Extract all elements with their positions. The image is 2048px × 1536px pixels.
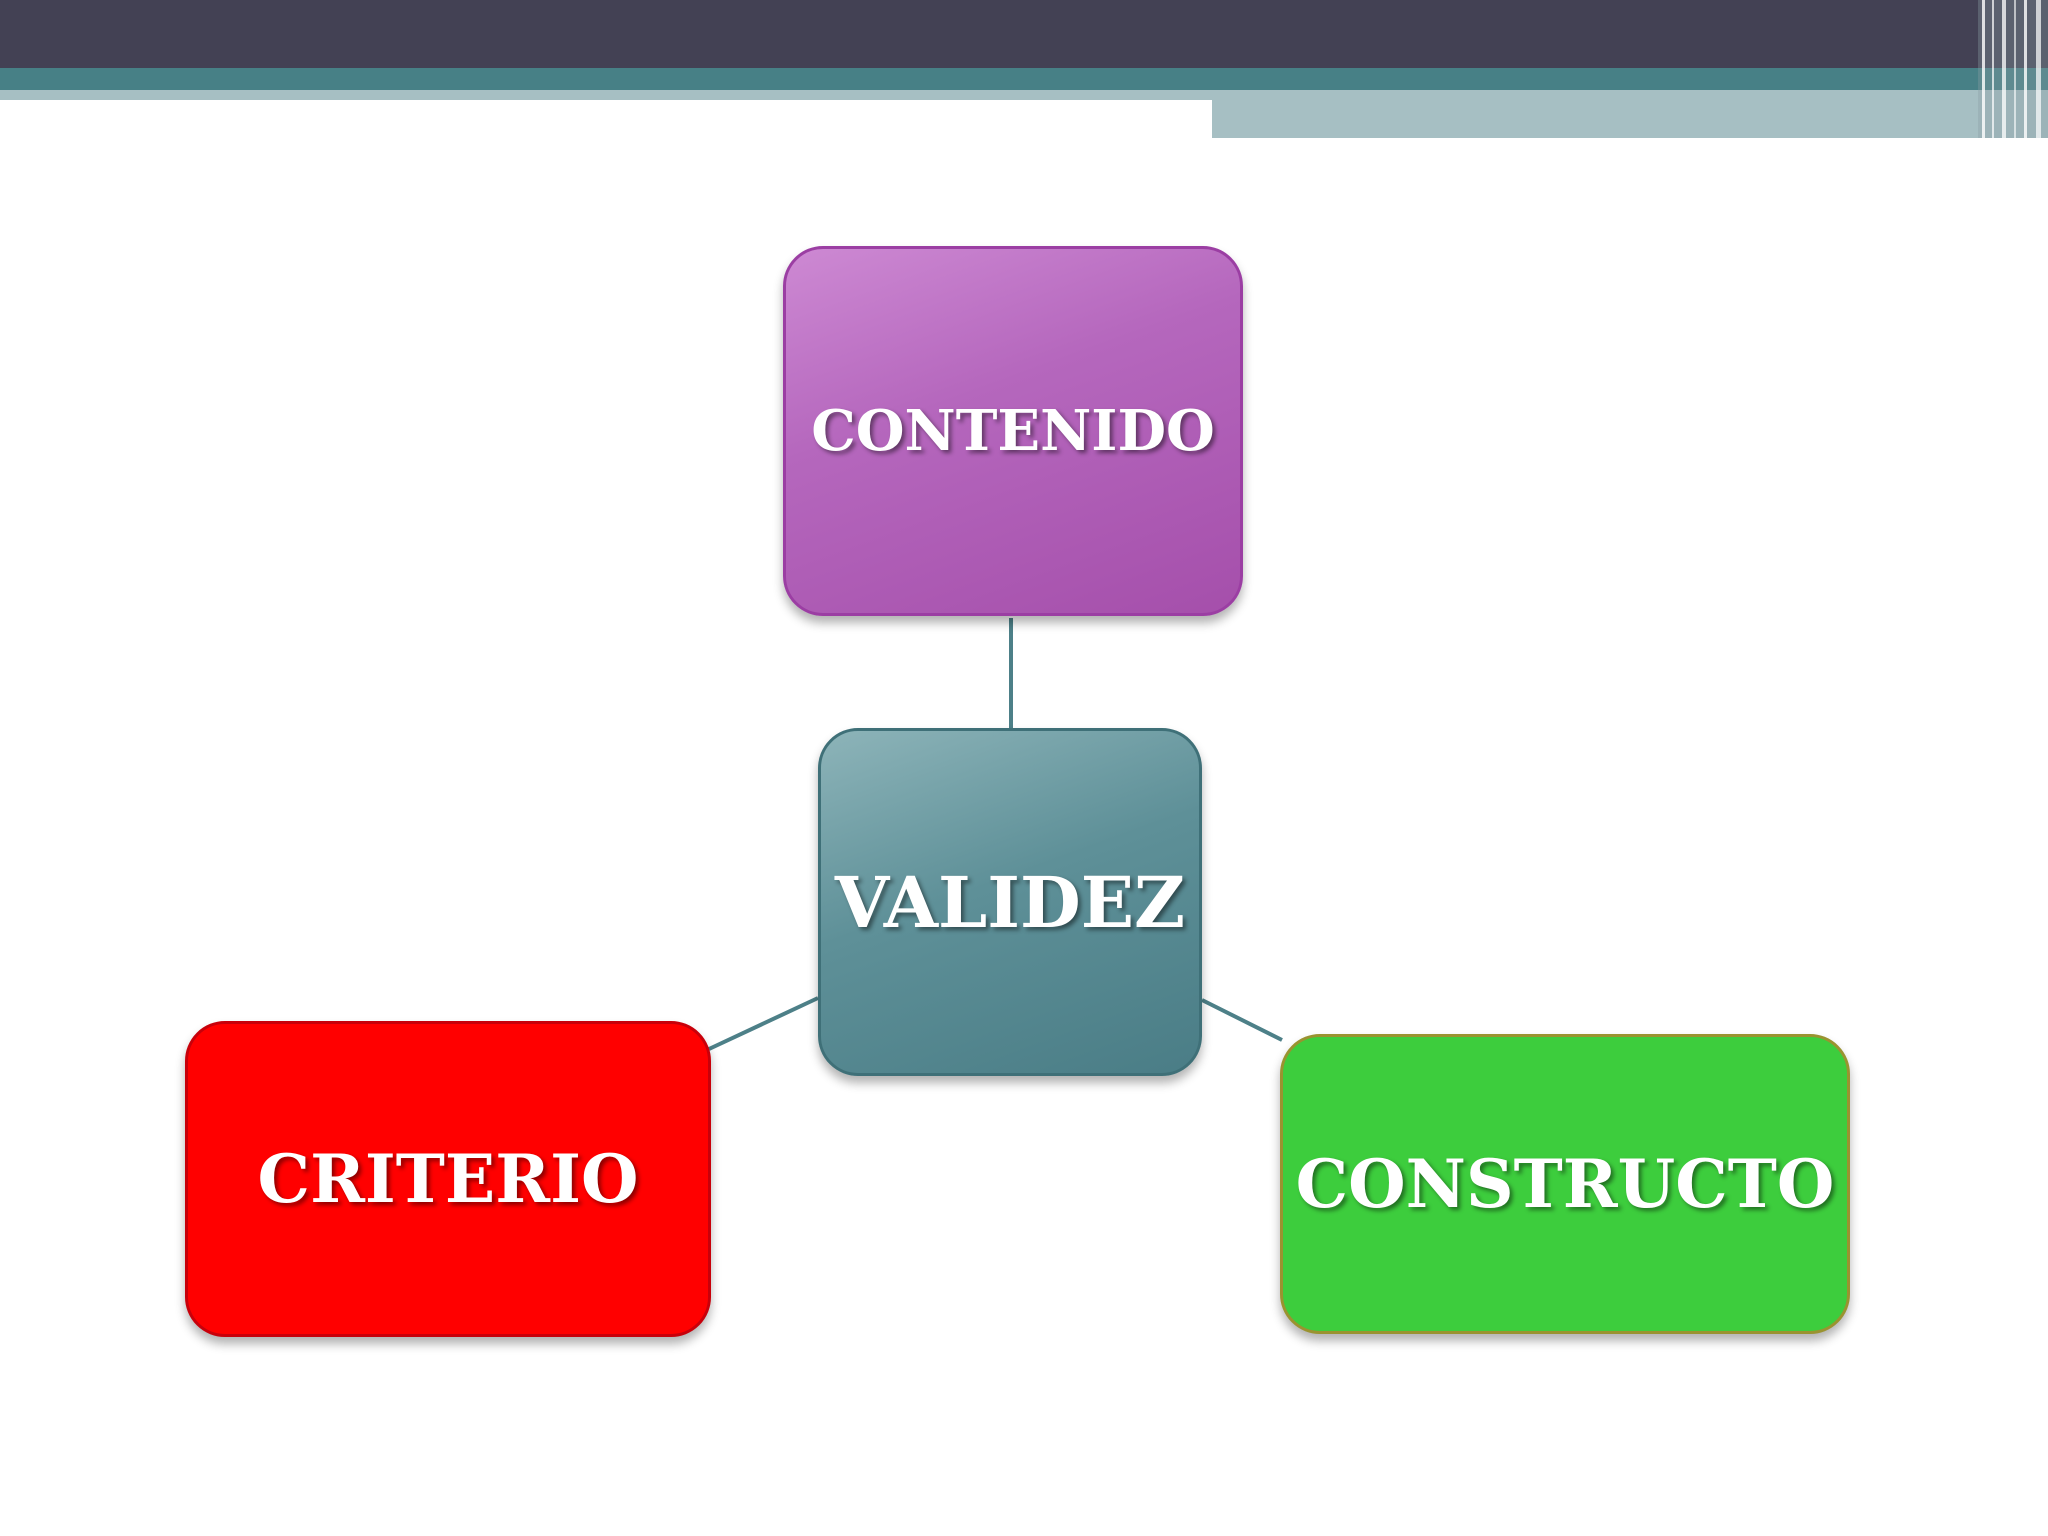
node-validez: VALIDEZ <box>818 728 1202 1076</box>
header-bar-light-strip <box>0 90 1212 100</box>
node-contenido-label: CONTENIDO <box>811 398 1215 464</box>
header-bar-light-block <box>1212 90 2048 138</box>
node-constructo: CONSTRUCTO <box>1280 1034 1850 1334</box>
corner-stripes-decoration <box>1978 0 2048 138</box>
node-constructo-label: CONSTRUCTO <box>1295 1145 1835 1223</box>
node-contenido: CONTENIDO <box>783 246 1243 616</box>
node-criterio: CRITERIO <box>185 1021 711 1337</box>
connector-validez-constructo <box>1201 998 1283 1042</box>
header-bar-dark <box>0 0 2048 68</box>
connector-validez-criterio <box>708 996 819 1051</box>
node-validez-label: VALIDEZ <box>834 860 1186 944</box>
node-criterio-label: CRITERIO <box>257 1140 639 1218</box>
header-bar-teal <box>0 68 2048 90</box>
